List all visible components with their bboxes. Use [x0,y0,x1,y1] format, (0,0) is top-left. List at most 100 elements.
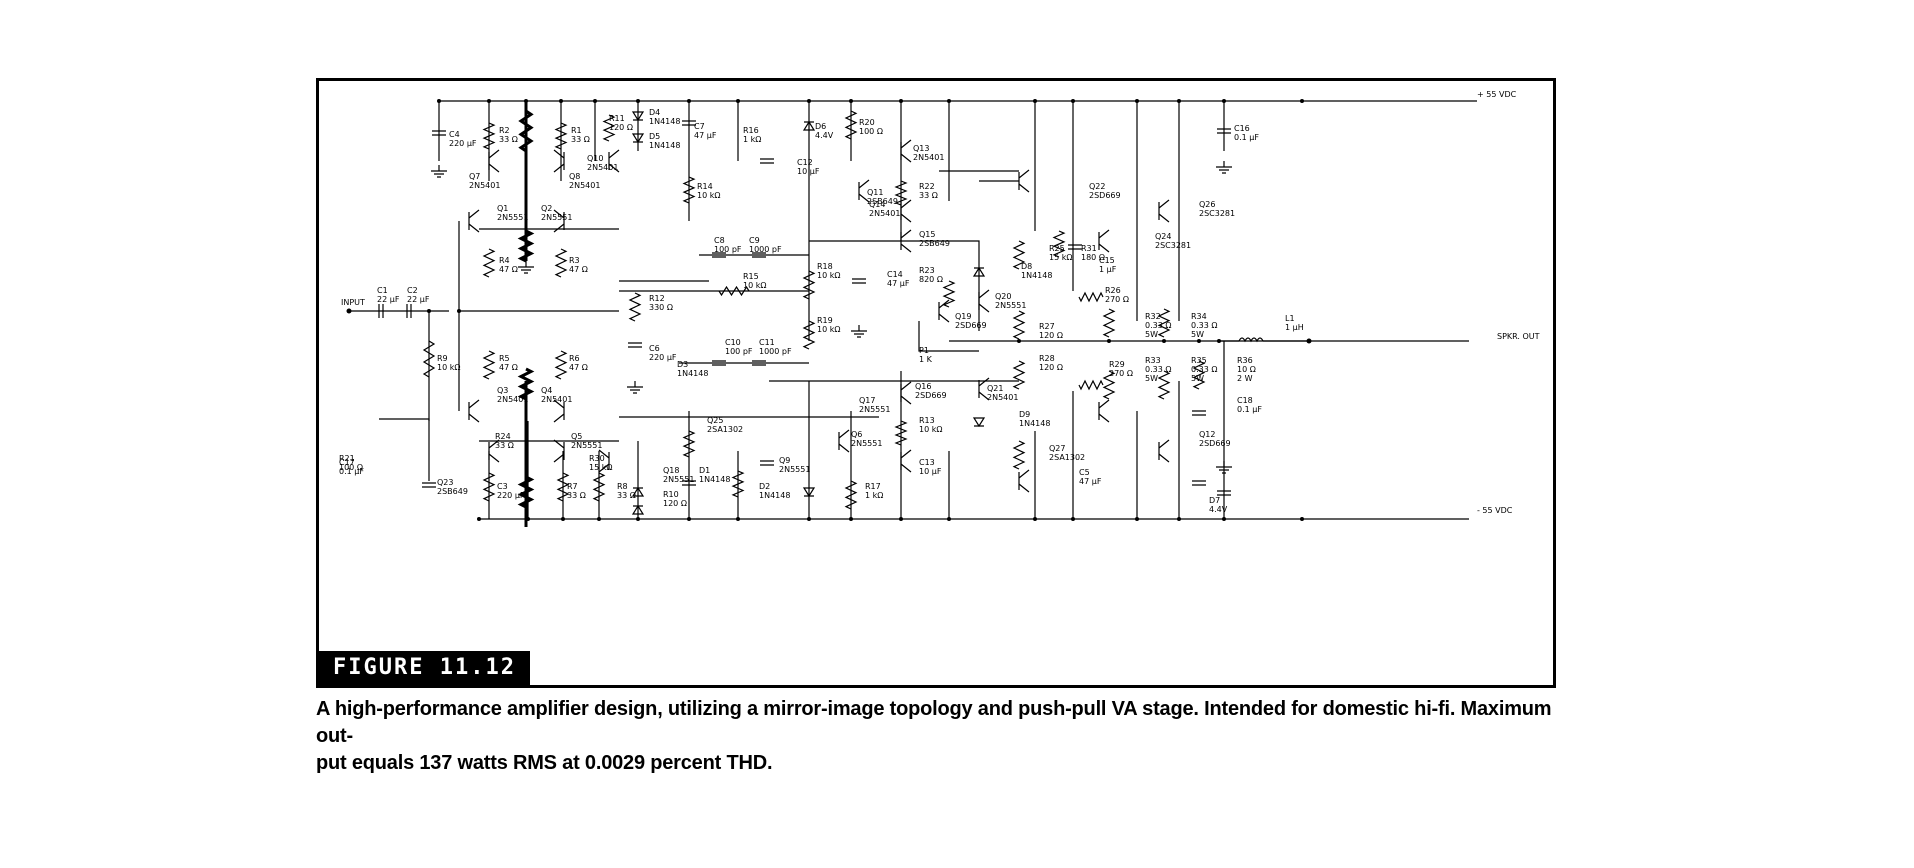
resistor-symbol [518,109,534,153]
resistor-symbol [894,180,908,206]
negative-rail-label: - 55 VDC [1477,506,1513,515]
junction-dot [1222,517,1226,521]
transistor-symbol [553,399,565,423]
capacitor-symbol [1068,244,1082,250]
capacitor-symbol [1217,490,1231,496]
resistor-symbol [1078,291,1104,303]
caption-line-2: put equals 137 watts RMS at 0.0029 perce… [316,752,773,774]
capacitor-symbol [432,130,446,136]
junction-dot [1217,339,1221,343]
junction-dot [947,99,951,103]
transistor-symbol [468,399,480,423]
transistor-symbol [900,229,912,253]
transistor-symbol [900,199,912,223]
resistor-symbol [802,270,816,300]
ground-symbol [851,325,867,338]
capacitor-symbol [712,360,726,366]
diode-symbol [972,266,986,277]
ground-symbol [431,165,447,178]
positive-rail-label: + 55 VDC [1477,90,1517,99]
junction-dot [457,309,461,313]
junction-dot [524,99,528,103]
capacitor-symbol [1192,410,1206,416]
transistor-symbol [978,377,990,401]
junction-dot [947,517,951,521]
junction-dot [1197,339,1201,343]
junction-dot [526,517,530,521]
capacitor-symbol [760,460,774,466]
junction-dot [1071,99,1075,103]
wire [379,418,430,481]
transistor-symbol [900,449,912,473]
caption-line-1: A high-performance amplifier design, uti… [316,698,1552,747]
resistor-symbol [1157,308,1171,338]
resistor-symbol [422,340,436,378]
capacitor-symbol [712,252,726,258]
figure-number-label: FIGURE 11.12 [319,651,530,685]
junction-dot [1177,517,1181,521]
diode-symbol [631,111,645,122]
junction-dot [807,517,811,521]
resistor-symbol [482,472,496,502]
transistor-symbol [858,179,870,203]
diode-symbol [631,133,645,144]
junction-dot [849,517,853,521]
junction-dot [487,99,491,103]
junction-dot [1222,99,1226,103]
junction-dot [1033,517,1037,521]
input-terminal-label: INPUT [341,298,365,307]
transistor-symbol [1018,469,1030,493]
junction-dot [1135,517,1139,521]
junction-dot [1017,339,1021,343]
figure-caption: A high-performance amplifier design, uti… [316,696,1566,777]
junction-dot [1033,99,1037,103]
junction-dot [559,99,563,103]
transistor-symbol [1098,229,1110,253]
transistor-symbol [468,209,480,233]
resistor-symbol [1052,230,1066,258]
junction-dot [1135,99,1139,103]
junction-dot [736,517,740,521]
resistor-symbol [844,110,858,140]
capacitor-symbol [378,304,384,318]
resistor-symbol [628,292,642,322]
resistor-symbol [482,122,496,150]
resistor-symbol [802,320,816,350]
transistor-symbol [1158,199,1170,223]
